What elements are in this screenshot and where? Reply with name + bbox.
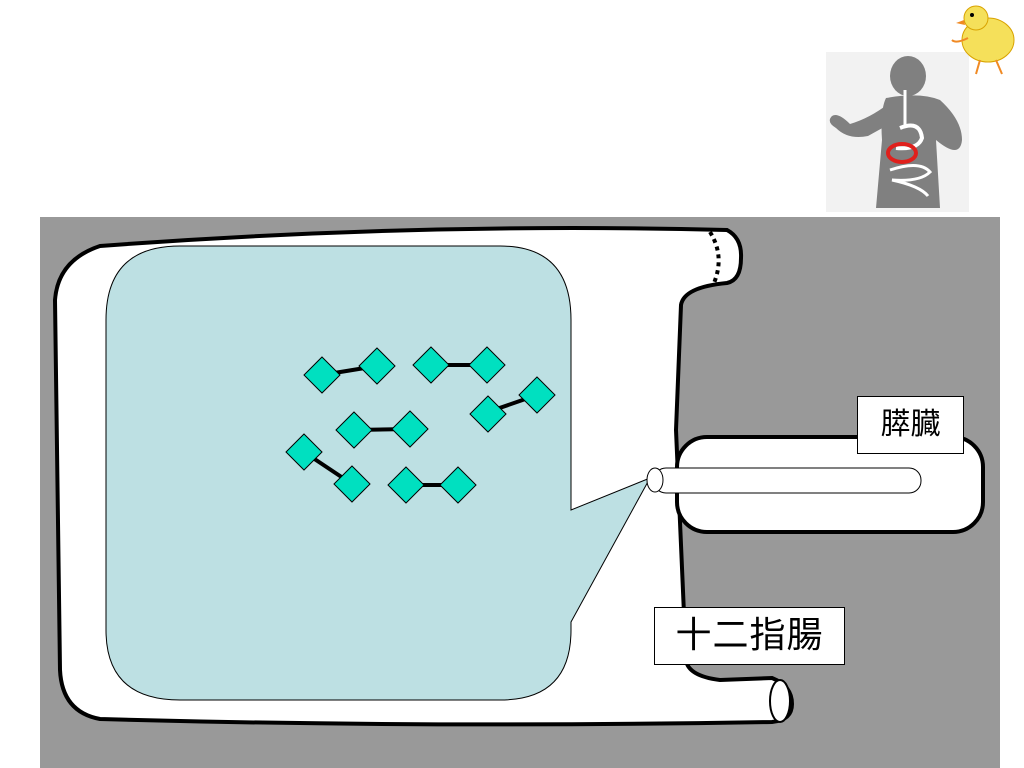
highlight-ring bbox=[886, 142, 918, 164]
pancreatic-duct bbox=[653, 467, 922, 494]
molecule-unit bbox=[387, 466, 425, 504]
molecule-unit bbox=[358, 347, 396, 385]
pancreatic-duct-opening bbox=[646, 467, 664, 493]
lumen-callout bbox=[105, 245, 652, 701]
human-digestive-system-icon bbox=[826, 52, 969, 212]
pancreas-label: 膵臓 bbox=[857, 396, 964, 454]
molecule-unit bbox=[285, 433, 323, 471]
molecule-unit bbox=[468, 346, 506, 384]
duodenum-label: 十二指腸 bbox=[654, 607, 845, 665]
chick-icon bbox=[951, 5, 1015, 75]
molecules bbox=[285, 346, 556, 504]
molecule-unit bbox=[335, 411, 373, 449]
molecule-unit bbox=[391, 410, 429, 448]
molecule-unit bbox=[303, 356, 341, 394]
molecule-unit bbox=[469, 395, 507, 433]
duodenum-exit bbox=[769, 679, 791, 723]
molecule-unit bbox=[439, 466, 477, 504]
pylorus-opening bbox=[708, 230, 721, 284]
molecule-unit bbox=[518, 376, 556, 414]
molecule-unit bbox=[412, 346, 450, 384]
molecule-unit bbox=[333, 465, 371, 503]
